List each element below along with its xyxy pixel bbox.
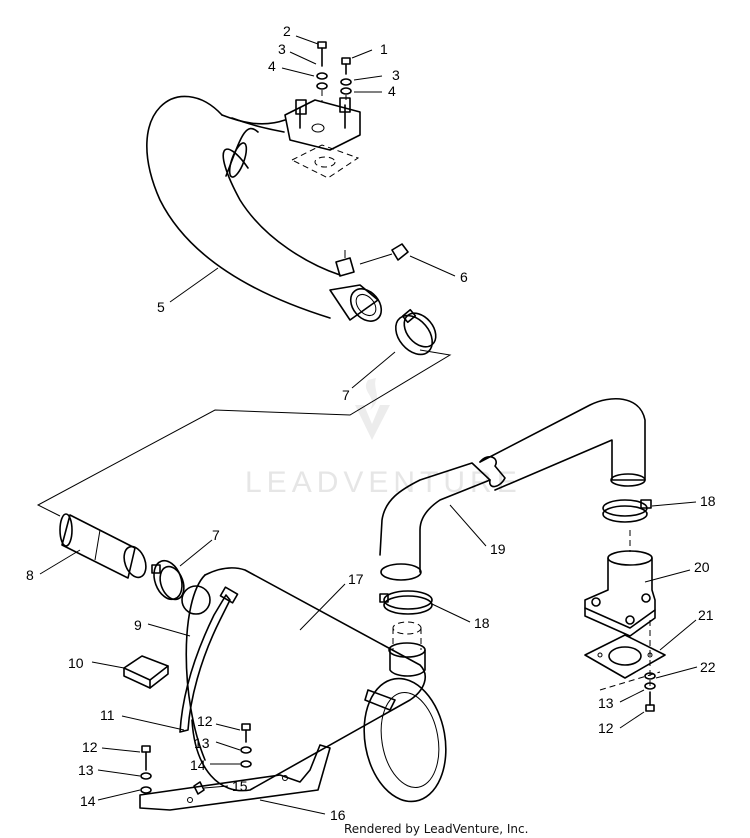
exhaust-tube-19 <box>379 398 646 581</box>
callout-8: 8 <box>26 567 34 583</box>
watermark-text: LEADVENTURE <box>245 466 522 499</box>
exhaust-adapter-20 <box>584 530 656 637</box>
bracket-fasteners <box>140 723 252 795</box>
callout-labels: 1 2 3 3 4 4 5 6 7 7 8 9 10 11 12 12 12 1… <box>26 23 716 823</box>
callout-13-right: 13 <box>598 695 614 711</box>
hose-clamp-7-upper <box>394 308 437 356</box>
gasket-21 <box>584 620 666 691</box>
callout-9: 9 <box>134 617 142 633</box>
callout-19: 19 <box>490 541 506 557</box>
callout-4-left: 4 <box>268 58 276 74</box>
callout-15: 15 <box>232 778 248 794</box>
leadventure-watermark: LEADVENTURE <box>245 378 522 499</box>
flange-fasteners <box>316 41 352 102</box>
exhaust-pipe-5 <box>146 95 383 322</box>
callout-10: 10 <box>68 655 84 671</box>
render-credit: Rendered by LeadVenture, Inc. <box>344 822 528 836</box>
callout-16: 16 <box>330 807 346 823</box>
temp-sensor-6 <box>359 243 409 265</box>
callout-leaders <box>39 35 698 815</box>
callout-14-middle: 14 <box>190 757 206 773</box>
callout-12-middle: 12 <box>197 713 213 729</box>
callout-22: 22 <box>700 659 716 675</box>
callout-18-left: 18 <box>474 615 490 631</box>
callout-11: 11 <box>100 707 115 723</box>
muffler-strap-9 <box>179 586 239 733</box>
callout-5: 5 <box>157 299 165 315</box>
rubber-block-10 <box>123 655 169 689</box>
callout-18-right: 18 <box>700 493 716 509</box>
mounting-bracket-16 <box>139 744 331 811</box>
callout-6: 6 <box>460 269 468 285</box>
callout-7-upper: 7 <box>342 387 350 403</box>
exhaust-flange <box>284 97 361 179</box>
muffler-17 <box>181 567 447 803</box>
callout-7-lower: 7 <box>212 527 220 543</box>
hose-clamp-7-lower <box>151 559 185 601</box>
callout-20: 20 <box>694 559 710 575</box>
callout-14-left: 14 <box>80 793 96 809</box>
callout-3-right: 3 <box>392 67 400 83</box>
callout-13-left: 13 <box>78 762 94 778</box>
callout-12-left: 12 <box>82 739 98 755</box>
callout-17: 17 <box>348 571 364 587</box>
hose-clamp-18-left <box>379 590 433 615</box>
callout-1: 1 <box>380 41 388 57</box>
callout-12-right: 12 <box>598 720 614 736</box>
hose-clamp-18-right <box>602 499 652 523</box>
pipe-8 <box>59 513 147 579</box>
callout-13-middle: 13 <box>194 735 210 751</box>
callout-3-left: 3 <box>278 41 286 57</box>
callout-4-right: 4 <box>388 83 396 99</box>
callout-21: 21 <box>698 607 714 623</box>
assembly-lines <box>36 349 452 517</box>
adapter-fasteners <box>644 672 656 712</box>
callout-2: 2 <box>283 23 291 39</box>
